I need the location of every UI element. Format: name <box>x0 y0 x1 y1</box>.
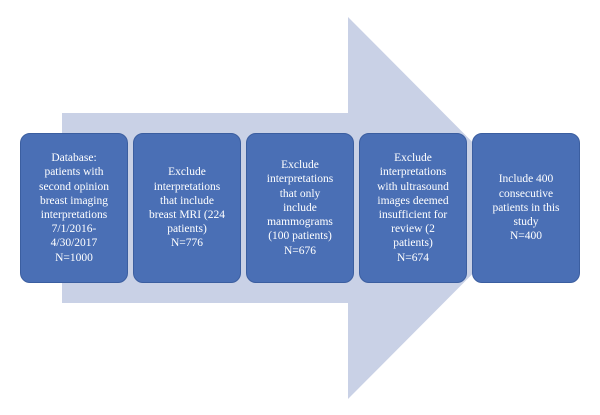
step-label-exclude-ultrasound: Exclude interpretations with ultrasound … <box>377 152 449 264</box>
step-box-exclude-ultrasound: Exclude interpretations with ultrasound … <box>359 133 467 283</box>
step-box-exclude-mammograms: Exclude interpretations that only includ… <box>246 133 354 283</box>
step-label-include: Include 400 consecutive patients in this… <box>492 173 560 243</box>
step-box-database: Database: patients with second opinion b… <box>20 133 128 283</box>
step-box-exclude-mri: Exclude interpretations that include bre… <box>133 133 241 283</box>
step-box-include: Include 400 consecutive patients in this… <box>472 133 580 283</box>
step-label-exclude-mri: Exclude interpretations that include bre… <box>148 166 225 250</box>
step-label-database: Database: patients with second opinion b… <box>39 152 109 264</box>
step-label-exclude-mammograms: Exclude interpretations that only includ… <box>266 159 334 257</box>
